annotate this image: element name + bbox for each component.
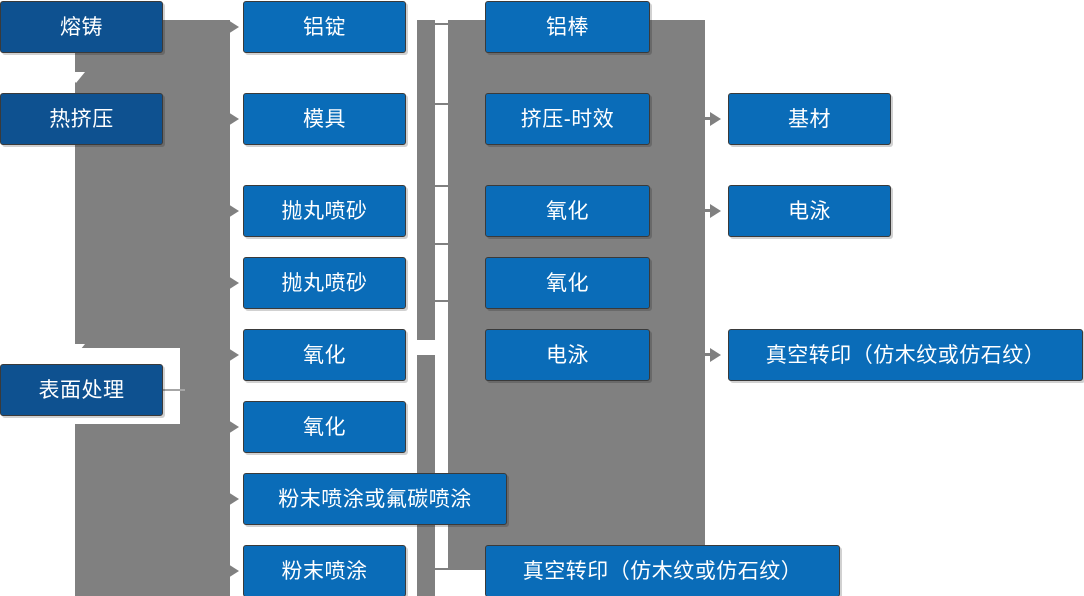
node-label: 热挤压 — [49, 107, 114, 131]
link-surface-treatment — [163, 389, 185, 391]
arrow-icon-col2-3 — [228, 204, 239, 218]
node-label: 抛丸喷砂 — [281, 271, 368, 295]
node-label: 氧化 — [546, 271, 589, 295]
arrow-icon-col2-4 — [228, 276, 239, 290]
node-label: 真空转印（仿木纹或仿石纹） — [765, 343, 1046, 367]
node-outputs-3[interactable]: 真空转印（仿木纹或仿石纹） — [728, 329, 1083, 381]
node-processes-6[interactable]: 真空转印（仿木纹或仿石纹） — [485, 545, 840, 596]
node-stages-3[interactable]: 表面处理 — [0, 364, 163, 416]
node-outputs-2[interactable]: 电泳 — [728, 185, 891, 237]
node-inputs-2[interactable]: 模具 — [243, 93, 406, 145]
arrow-icon-col2-7 — [228, 492, 239, 506]
node-processes-1[interactable]: 铝棒 — [485, 1, 650, 53]
node-processes-4[interactable]: 氧化 — [485, 257, 650, 309]
arrow-icon-col2-8 — [228, 564, 239, 578]
tick-line-6 — [435, 568, 449, 570]
node-label: 表面处理 — [38, 378, 125, 402]
node-inputs-8[interactable]: 粉末喷涂 — [243, 545, 406, 596]
node-label: 真空转印（仿木纹或仿石纹） — [522, 559, 803, 583]
arrow-icon-col2-2 — [228, 112, 239, 126]
node-stages-1[interactable]: 熔铸 — [0, 1, 163, 53]
node-inputs-4[interactable]: 抛丸喷砂 — [243, 257, 406, 309]
node-label: 模具 — [303, 107, 346, 131]
node-inputs-5[interactable]: 氧化 — [243, 329, 406, 381]
node-processes-5[interactable]: 电泳 — [485, 329, 650, 381]
arrow-icon-col4-3 — [710, 348, 721, 362]
node-inputs-1[interactable]: 铝锭 — [243, 1, 406, 53]
node-label: 粉末喷涂或氟碳喷涂 — [278, 487, 472, 511]
arrow-icon-col2-6 — [228, 420, 239, 434]
node-processes-3[interactable]: 氧化 — [485, 185, 650, 237]
node-label: 电泳 — [546, 343, 589, 367]
connector-bar-a — [417, 20, 435, 340]
tick-mark-1 — [435, 20, 448, 570]
tick-line-5 — [435, 300, 449, 302]
arrow-icon-col2-1 — [228, 20, 239, 34]
node-inputs-3[interactable]: 抛丸喷砂 — [243, 185, 406, 237]
notch-down-arrow-icon-2 — [67, 344, 85, 355]
node-label: 氧化 — [303, 415, 346, 439]
node-outputs-1[interactable]: 基材 — [728, 93, 891, 145]
tick-line-1 — [435, 23, 449, 25]
node-label: 熔铸 — [60, 15, 103, 39]
node-inputs-6[interactable]: 氧化 — [243, 401, 406, 453]
node-label: 氧化 — [546, 199, 589, 223]
arrow-icon-col2-5 — [228, 348, 239, 362]
tick-line-4 — [435, 243, 449, 245]
node-inputs-7[interactable]: 粉末喷涂或氟碳喷涂 — [243, 473, 507, 525]
arrow-icon-col4-1 — [710, 112, 721, 126]
tick-line-2 — [435, 103, 449, 105]
node-processes-2[interactable]: 挤压-时效 — [485, 93, 650, 145]
node-label: 电泳 — [788, 199, 831, 223]
node-label: 铝棒 — [546, 15, 589, 39]
node-label: 粉末喷涂 — [281, 559, 368, 583]
arrow-icon-col4-2 — [710, 204, 721, 218]
node-label: 抛丸喷砂 — [281, 199, 368, 223]
node-stages-2[interactable]: 热挤压 — [0, 93, 163, 145]
node-label: 挤压-时效 — [520, 107, 615, 131]
notch-down-arrow-icon — [67, 72, 85, 83]
node-label: 基材 — [788, 107, 831, 131]
node-label: 铝锭 — [303, 15, 346, 39]
tick-line-3 — [435, 185, 449, 187]
node-label: 氧化 — [303, 343, 346, 367]
